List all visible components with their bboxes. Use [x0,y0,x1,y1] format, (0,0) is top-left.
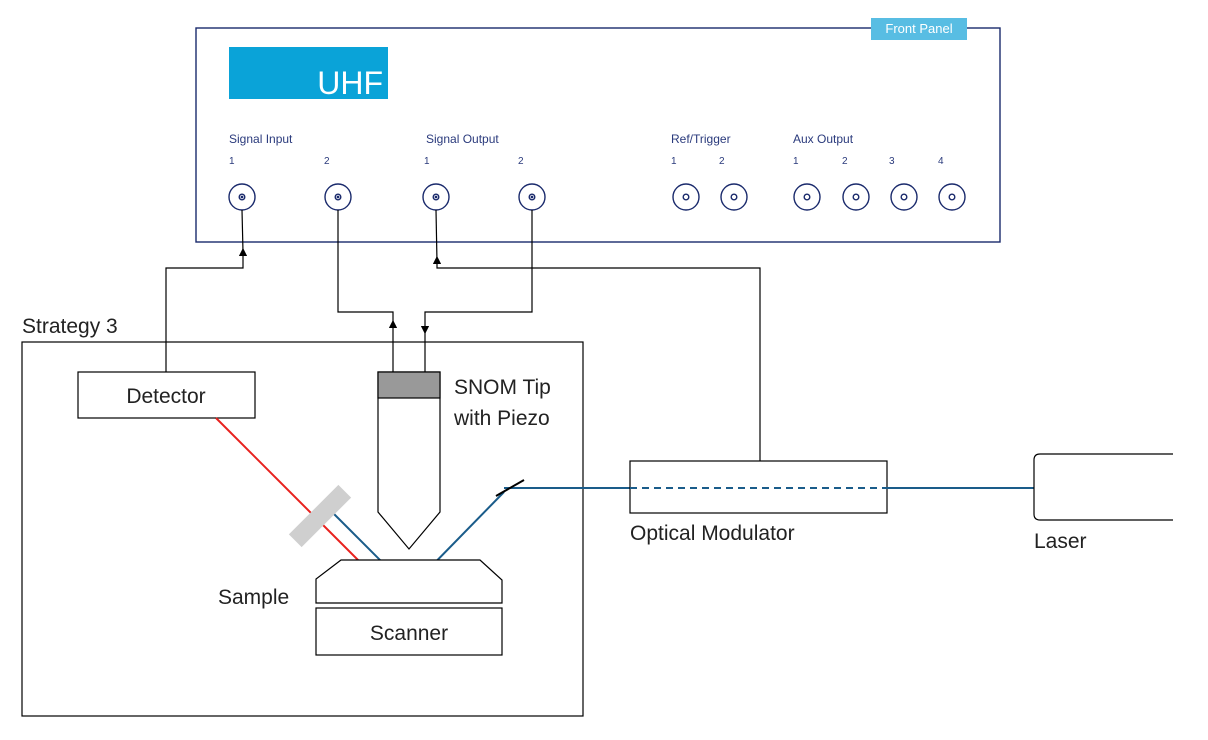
strategy-label: Strategy 3 [22,315,118,338]
aux-output-port-1-number: 1 [793,156,799,167]
wire-detector-to-input1 [165,247,248,372]
red-beam [215,417,381,583]
signal-output-label: Signal Output [426,132,499,146]
wire-input1-stub [241,209,244,253]
wire-output2-to-snom [420,210,533,335]
snom-label-line1: SNOM Tip [454,376,551,399]
scanner-label: Scanner [370,622,448,645]
front-panel: Front Panel UHF Signal Input Signal Outp… [195,18,1001,243]
aux-output-port-2-number: 2 [842,156,848,167]
optical-modulator-label: Optical Modulator [630,522,795,545]
snom-tip-cap [377,371,441,399]
ref-trigger-1-connector[interactable] [672,183,700,211]
front-panel-tag-label: Front Panel [885,21,952,36]
signal-output-port-1-number: 1 [424,156,430,167]
laser-box [1033,453,1173,521]
signal-output-port-2-number: 2 [518,156,524,167]
detector-box [77,371,256,419]
aux-output-port-3-number: 3 [889,156,895,167]
snom-tip [377,371,441,550]
signal-input-port-1-number: 1 [229,156,235,167]
wire-output1-stub [435,209,438,263]
sample-label: Sample [218,586,289,609]
wiring [165,209,761,461]
signal-input-port-2-number: 2 [324,156,330,167]
scanner-box [315,607,503,656]
beam-splitter [288,484,352,548]
detector-label: Detector [126,385,205,408]
ref-trigger-label: Ref/Trigger [671,132,731,146]
aux-output-port-4-number: 4 [938,156,944,167]
signal-input-label: Signal Input [229,132,293,146]
sample-body [315,559,503,604]
ref-trigger-port-1-number: 1 [671,156,677,167]
ref-trigger-port-2-number: 2 [719,156,725,167]
wire-modulator-to-output1 [432,255,761,461]
laser-label: Laser [1034,530,1087,553]
aux-output-1-connector[interactable] [793,183,821,211]
mirror [495,479,525,497]
uhf-logo-text: UHF [317,65,383,101]
ref-trigger-2-connector[interactable] [720,183,748,211]
aux-output-3-connector[interactable] [890,183,918,211]
aux-output-label: Aux Output [793,132,854,146]
aux-output-4-connector[interactable] [938,183,966,211]
strategy-box [21,341,584,717]
uhf-logo [229,47,388,99]
aux-output-2-connector[interactable] [842,183,870,211]
wire-input2-to-snom [337,210,394,322]
front-panel-tag [871,18,967,40]
snom-label-line2: with Piezo [453,407,550,430]
